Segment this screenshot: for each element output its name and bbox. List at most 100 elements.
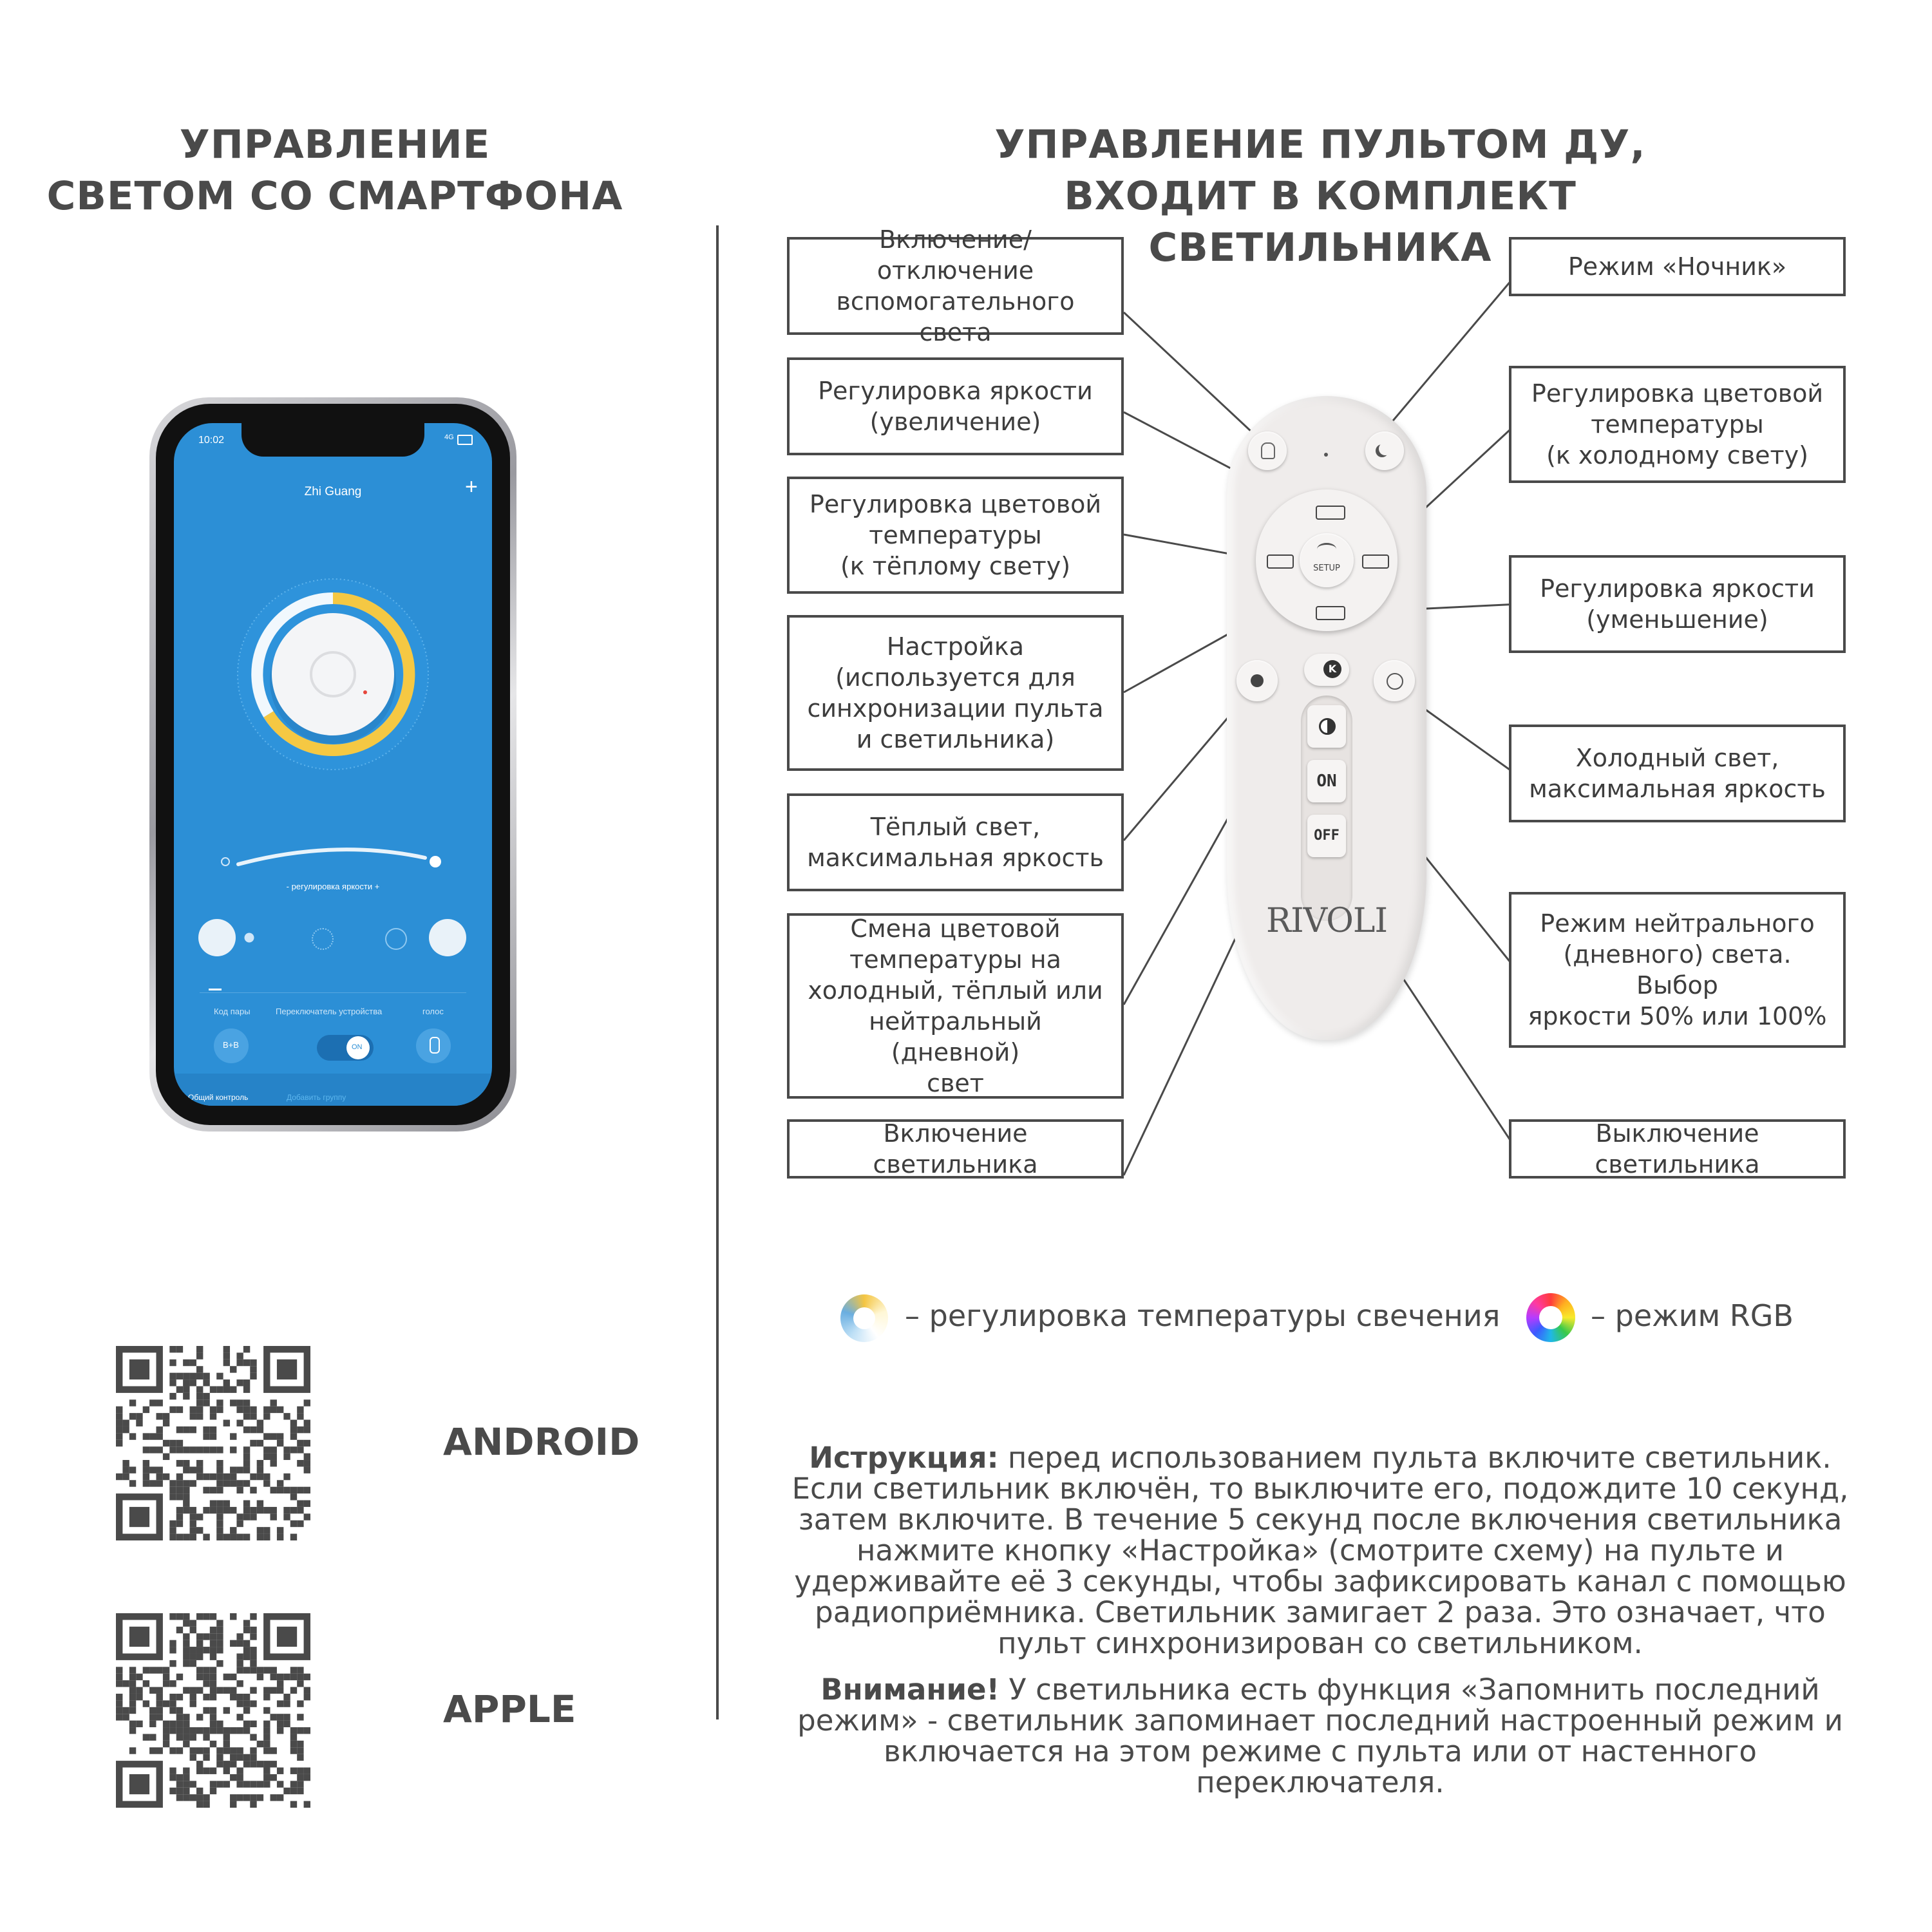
callout-text: Холодный свет, максимальная яркость bbox=[1529, 744, 1826, 803]
callout-cool-temp: Регулировка цветовой температуры (к холо… bbox=[1509, 366, 1846, 483]
callout-text: Включение светильника bbox=[873, 1119, 1038, 1179]
sun-icon bbox=[238, 927, 260, 949]
qr-code-android[interactable] bbox=[116, 1346, 310, 1540]
battery-icon bbox=[457, 435, 473, 445]
off-button[interactable]: OFF bbox=[1307, 815, 1346, 857]
callout-text: Регулировка цветовой температуры (к тёпл… bbox=[809, 490, 1102, 580]
tab-indicator bbox=[209, 989, 222, 990]
temperature-ring-hole bbox=[853, 1307, 875, 1329]
instruction-paragraph: Иструкция: перед использованием пульта в… bbox=[786, 1443, 1855, 1659]
app-screen: 10:02 4G Zhi Guang + - рег bbox=[174, 423, 492, 1106]
callout-neutral: Режим нейтрального (дневного) света. Выб… bbox=[1509, 892, 1846, 1048]
callout-text: Регулировка яркости (уменьшение) bbox=[1540, 574, 1815, 634]
phone-bezel: 10:02 4G Zhi Guang + - рег bbox=[156, 404, 510, 1125]
setup-button[interactable] bbox=[1300, 533, 1354, 587]
warm-temp-icon[interactable] bbox=[1267, 554, 1294, 569]
warning-paragraph: Внимание! У светильника есть функция «За… bbox=[786, 1674, 1855, 1798]
warm-max-button[interactable] bbox=[198, 919, 236, 956]
legend-rgb: – режим RGB bbox=[1591, 1298, 1794, 1333]
phone-notch bbox=[242, 423, 424, 457]
instruction-title: Иструкция: bbox=[809, 1441, 999, 1475]
brightness-slider[interactable] bbox=[213, 838, 457, 871]
brightness-label: - регулировка яркости + bbox=[286, 882, 380, 891]
half-circle-icon bbox=[1319, 718, 1336, 735]
callout-cool-max: Холодный свет, максимальная яркость bbox=[1509, 724, 1846, 822]
setup-label: SETUP bbox=[1313, 564, 1340, 573]
left-heading: УПРАВЛЕНИЕ СВЕТОМ СО СМАРТФОНА bbox=[39, 119, 631, 222]
voice-button[interactable] bbox=[416, 1028, 451, 1063]
k-icon: K bbox=[1323, 660, 1341, 678]
tab-add-group[interactable]: Добавить группу bbox=[287, 1093, 346, 1102]
callout-text: Включение/отключение вспомогательного св… bbox=[836, 225, 1075, 346]
cool-temp-icon[interactable] bbox=[1362, 554, 1389, 569]
instruction-text: перед использованием пульта включите све… bbox=[791, 1441, 1849, 1660]
qr-code-apple[interactable] bbox=[116, 1613, 310, 1808]
filled-sun-icon bbox=[1251, 674, 1264, 687]
callout-text: Регулировка цветовой температуры (к холо… bbox=[1531, 379, 1824, 469]
right-heading-line: УПРАВЛЕНИЕ ПУЛЬТОМ ДУ, bbox=[994, 122, 1646, 167]
callout-setup: Настройка (используется для синхронизаци… bbox=[787, 615, 1124, 771]
brand-logo: RIVOLI bbox=[1265, 902, 1388, 940]
pair-code-label: Код пары bbox=[214, 1007, 251, 1016]
callout-night-mode: Режим «Ночник» bbox=[1509, 237, 1846, 296]
add-button[interactable]: + bbox=[465, 475, 478, 499]
color-dial[interactable] bbox=[236, 578, 430, 771]
warning-text: У светильника есть функция «Запомнить по… bbox=[797, 1672, 1843, 1799]
remote-control: SETUP K ON OFF RIVOLI bbox=[1227, 396, 1426, 1040]
moon-icon bbox=[385, 928, 407, 950]
vertical-divider bbox=[716, 225, 719, 1719]
rgb-ring-hole bbox=[1539, 1306, 1562, 1329]
device-switch-label: Переключатель устройства bbox=[276, 1007, 383, 1016]
smartphone: 10:02 4G Zhi Guang + - рег bbox=[149, 397, 516, 1132]
microphone-icon bbox=[430, 1037, 440, 1054]
line-night-mode bbox=[1372, 271, 1520, 445]
status-time: 10:02 bbox=[198, 435, 225, 446]
moon-icon bbox=[1379, 442, 1392, 455]
tab-general-control[interactable]: Общий контроль bbox=[188, 1093, 249, 1102]
right-heading: УПРАВЛЕНИЕ ПУЛЬТОМ ДУ, ВХОДИТ В КОМПЛЕКТ… bbox=[902, 119, 1739, 274]
callout-text: Режим нейтрального (дневного) света. Выб… bbox=[1528, 909, 1827, 1030]
toggle-label: ON bbox=[352, 1043, 363, 1051]
sun-outline-icon bbox=[312, 928, 334, 950]
status-network: 4G bbox=[444, 433, 454, 441]
callout-text: Выключение светильника bbox=[1595, 1119, 1760, 1179]
callout-text: Режим «Ночник» bbox=[1567, 252, 1787, 281]
separator bbox=[200, 992, 466, 993]
callout-text: Смена цветовой температуры на холодный, … bbox=[808, 914, 1103, 1097]
voice-label: голос bbox=[422, 1007, 444, 1016]
warning-title: Внимание! bbox=[820, 1672, 1000, 1707]
callout-text: Регулировка яркости (увеличение) bbox=[818, 377, 1093, 436]
pair-code-value: B+B bbox=[223, 1040, 239, 1050]
brightness-down-icon[interactable] bbox=[1316, 606, 1345, 620]
left-heading-line: УПРАВЛЕНИЕ bbox=[179, 122, 491, 167]
legend-temperature: – регулировка температуры свечения bbox=[905, 1298, 1501, 1333]
callout-brightness-up: Регулировка яркости (увеличение) bbox=[787, 357, 1124, 455]
callout-aux-light: Включение/отключение вспомогательного св… bbox=[787, 225, 1124, 346]
bottom-tabbar bbox=[174, 1074, 492, 1106]
cool-max-button[interactable] bbox=[429, 919, 466, 956]
night-mode-button[interactable] bbox=[1365, 431, 1404, 470]
toggle-knob bbox=[346, 1036, 370, 1059]
callout-off: Выключение светильника bbox=[1509, 1119, 1846, 1179]
apple-label: APPLE bbox=[443, 1687, 576, 1731]
line-aux-light bbox=[1122, 311, 1273, 452]
brightness-up-icon[interactable] bbox=[1316, 506, 1345, 520]
right-heading-line: ВХОДИТ В КОМПЛЕКТ СВЕТИЛЬНИКА bbox=[1064, 173, 1577, 270]
aux-light-button[interactable] bbox=[1248, 431, 1287, 470]
indicator-dot bbox=[1324, 453, 1328, 457]
callout-text: Тёплый свет, максимальная яркость bbox=[807, 813, 1104, 872]
callout-on: Включение светильника bbox=[787, 1119, 1124, 1179]
outline-sun-icon bbox=[1387, 673, 1403, 690]
callout-brightness-down: Регулировка яркости (уменьшение) bbox=[1509, 555, 1846, 653]
callout-warm-temp: Регулировка цветовой температуры (к тёпл… bbox=[787, 477, 1124, 594]
pair-code-button[interactable] bbox=[214, 1028, 249, 1063]
wifi-icon bbox=[1317, 543, 1336, 555]
app-title: Zhi Guang bbox=[304, 485, 362, 498]
on-button[interactable]: ON bbox=[1307, 760, 1346, 802]
callout-color-change: Смена цветовой температуры на холодный, … bbox=[787, 913, 1124, 1099]
left-heading-line: СВЕТОМ СО СМАРТФОНА bbox=[46, 173, 623, 219]
android-label: ANDROID bbox=[443, 1420, 640, 1464]
callout-warm-max: Тёплый свет, максимальная яркость bbox=[787, 793, 1124, 891]
bulb-icon bbox=[1261, 442, 1275, 459]
callout-text: Настройка (используется для синхронизаци… bbox=[807, 632, 1104, 753]
